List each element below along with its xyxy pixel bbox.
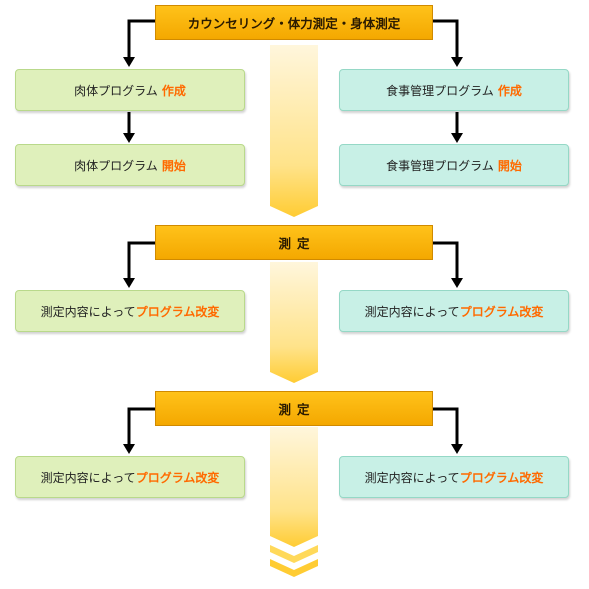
connector-stage1-right (433, 241, 459, 280)
stage1-left-text: 測定内容によって (40, 304, 136, 319)
flow-band-1 (270, 45, 318, 217)
counseling-header-label: カウンセリング・体力測定・身体測定 (187, 16, 401, 31)
measurement-header-1-label: 測定 (278, 236, 316, 251)
right-create-highlight: 作成 (497, 83, 522, 98)
connector-top-left (127, 19, 155, 59)
arrowhead-top-right (451, 57, 463, 67)
stage2-left-text: 測定内容によって (40, 470, 136, 485)
stage1-right-highlight: プログラム改変 (459, 304, 544, 319)
measurement-header-2: 測定 (155, 391, 433, 426)
counseling-header: カウンセリング・体力測定・身体測定 (155, 5, 433, 40)
left-create-box: 肉体プログラム作成 (15, 69, 245, 111)
left-create-text: 肉体プログラム (74, 83, 158, 98)
connector-stage1-left (127, 241, 155, 280)
connector-stage2-right (433, 407, 459, 446)
arrowhead-stage2-right (451, 444, 463, 454)
stage2-right-highlight: プログラム改変 (459, 470, 544, 485)
arrowhead-right-create-start (451, 133, 463, 143)
left-create-highlight: 作成 (161, 83, 186, 98)
measurement-header-2-label: 測定 (278, 402, 316, 417)
flow-band-3 (270, 427, 318, 547)
right-create-text: 食事管理プログラム (386, 83, 494, 98)
arrowhead-top-left (123, 57, 135, 67)
stage1-right-box: 測定内容によってプログラム改変 (339, 290, 569, 332)
measurement-header-1: 測定 (155, 225, 433, 260)
right-create-box: 食事管理プログラム作成 (339, 69, 569, 111)
continuation-chevron-2 (270, 559, 318, 577)
stage1-left-box: 測定内容によってプログラム改変 (15, 290, 245, 332)
arrowhead-stage2-left (123, 444, 135, 454)
arrowhead-stage1-right (451, 278, 463, 288)
arrowhead-stage1-left (123, 278, 135, 288)
stage2-left-box: 測定内容によってプログラム改変 (15, 456, 245, 498)
stage2-right-box: 測定内容によってプログラム改変 (339, 456, 569, 498)
flow-band-2 (270, 262, 318, 383)
right-start-text: 食事管理プログラム (386, 158, 494, 173)
stage1-right-text: 測定内容によって (364, 304, 460, 319)
stage1-left-highlight: プログラム改変 (135, 304, 220, 319)
left-start-highlight: 開始 (161, 158, 186, 173)
left-start-box: 肉体プログラム開始 (15, 144, 245, 186)
arrowhead-left-create-start (123, 133, 135, 143)
right-start-highlight: 開始 (497, 158, 522, 173)
continuation-chevron-1 (270, 545, 318, 563)
left-start-text: 肉体プログラム (74, 158, 158, 173)
stage2-left-highlight: プログラム改変 (135, 470, 220, 485)
connector-stage2-left (127, 407, 155, 446)
stage2-right-text: 測定内容によって (364, 470, 460, 485)
right-start-box: 食事管理プログラム開始 (339, 144, 569, 186)
connector-top-right (433, 19, 459, 59)
